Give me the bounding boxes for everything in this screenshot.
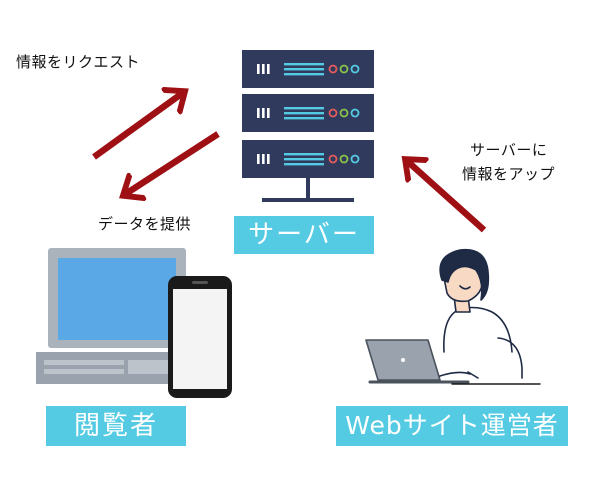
server-stand	[306, 178, 310, 200]
caption-upload-line2: 情報をアップ	[462, 165, 556, 183]
server-unit-top	[242, 50, 374, 88]
caption-request: 情報をリクエスト	[16, 53, 141, 71]
server-base	[262, 198, 354, 202]
server-label: サーバー	[234, 216, 374, 254]
laptop-icon	[36, 248, 198, 384]
caption-upload-line1: サーバーに	[470, 141, 548, 159]
server-unit-middle	[242, 94, 374, 132]
viewer-label: 閲覧者	[46, 406, 186, 446]
smartphone-icon	[168, 276, 232, 398]
server-icon	[242, 50, 374, 202]
operator-label: Webサイト運営者	[336, 406, 568, 446]
caption-provide: データを提供	[98, 215, 192, 233]
person-at-laptop-icon	[365, 248, 541, 385]
server-unit-bottom	[242, 140, 374, 178]
arrow-upload	[406, 160, 487, 233]
arrow-request	[92, 92, 184, 160]
arrow-provide	[124, 131, 220, 195]
